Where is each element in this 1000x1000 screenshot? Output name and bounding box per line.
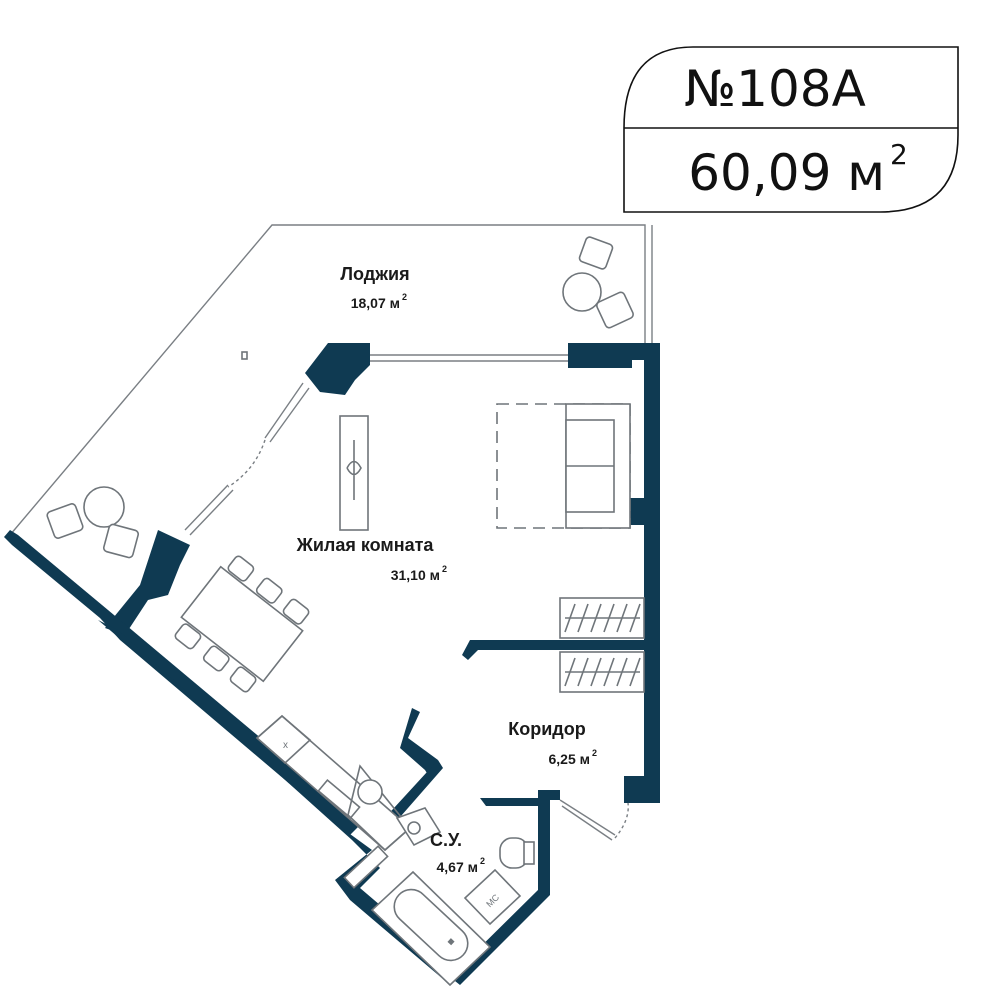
room-label-bathroom: С.У. 4,67 м 2 [430,830,485,875]
apartment-area-unit-exponent: 2 [890,138,908,171]
svg-text:18,07 м: 18,07 м [351,295,400,311]
toilet [499,837,535,869]
room-label-living: Жилая комната 31,10 м 2 [296,535,447,583]
sink [395,807,442,847]
svg-text:2: 2 [442,564,447,574]
svg-text:4,67 м: 4,67 м [437,859,479,875]
apartment-total-area: 60,09 м [688,144,885,202]
svg-text:2: 2 [480,856,485,866]
floor-lamp [339,415,369,531]
svg-text:Коридор: Коридор [508,719,585,739]
svg-text:2: 2 [402,292,407,302]
washing-machine: МС [463,868,522,926]
loggia-outline [9,224,653,536]
svg-text:Лоджия: Лоджия [340,264,409,284]
bathtub [370,870,492,987]
loggia-furniture-set-left [46,486,140,559]
loggia-furniture-set-top [562,236,634,329]
sofa [496,403,631,529]
room-label-corridor: Коридор 6,25 м 2 [508,719,597,767]
svg-text:31,10 м: 31,10 м [391,567,440,583]
svg-text:Жилая комната: Жилая комната [296,535,435,555]
apartment-badge: №108А 60,09 м 2 [623,46,959,213]
svg-text:6,25 м: 6,25 м [549,751,591,767]
wardrobe-lower [559,651,645,693]
apartment-number: №108А [684,60,866,118]
dining-table [174,555,310,693]
svg-text:x: x [283,740,288,751]
svg-text:С.У.: С.У. [430,830,462,850]
room-label-loggia: Лоджия 18,07 м 2 [340,264,409,311]
entry-door [559,799,629,841]
kitchen-counter: x [255,714,412,852]
wardrobe-upper [559,597,645,639]
bathroom-shelf [343,845,389,889]
svg-text:2: 2 [592,748,597,758]
